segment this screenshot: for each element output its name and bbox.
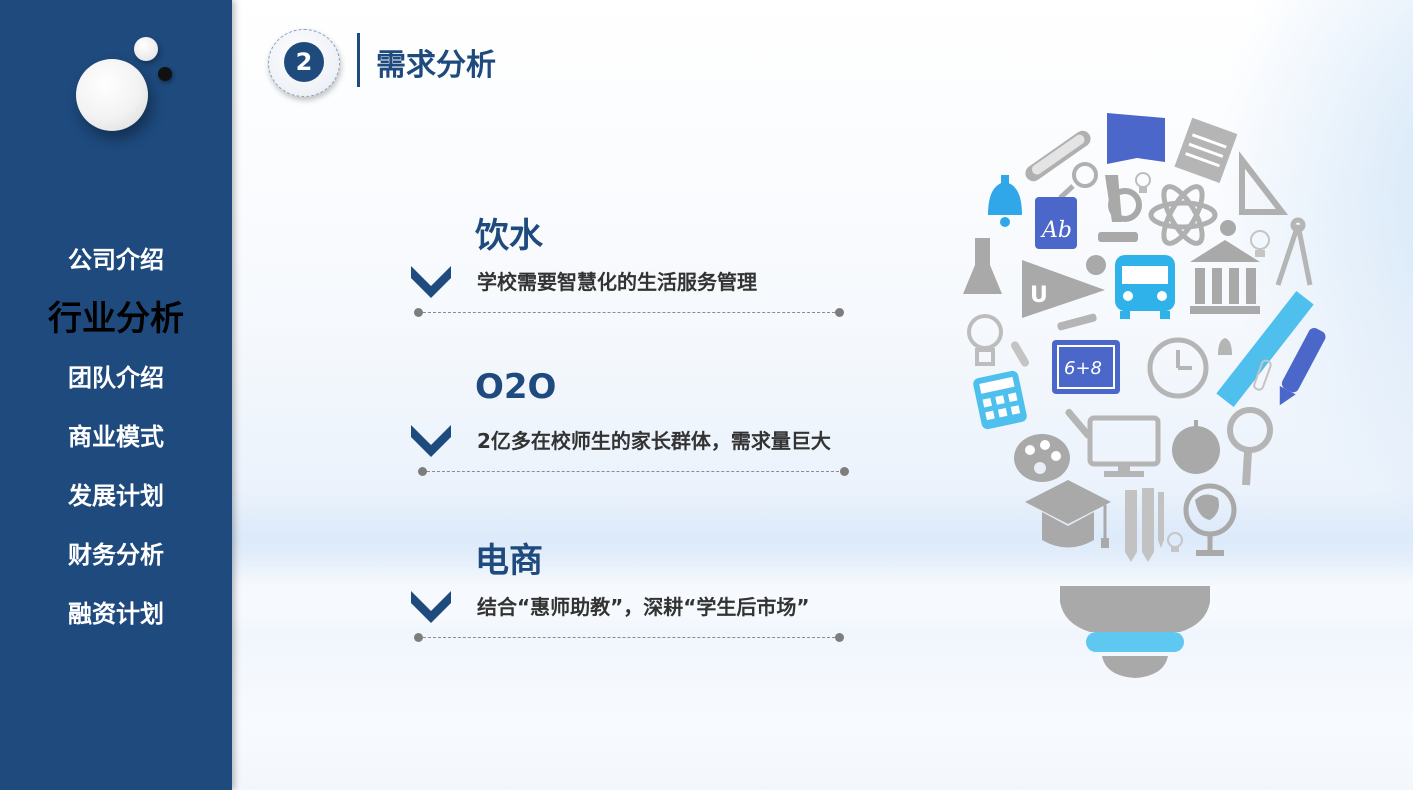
svg-text:Ab: Ab bbox=[1040, 218, 1072, 243]
section-divider bbox=[357, 33, 360, 87]
nav-item-plan[interactable]: 发展计划 bbox=[68, 482, 164, 510]
chevron-down-icon bbox=[411, 425, 451, 457]
list-item: 电商 结合“惠师助教”，深耕“学生后市场” bbox=[411, 533, 851, 643]
bell-icon bbox=[1218, 338, 1232, 355]
sidebar-nav: 公司介绍 行业分析 团队介绍 商业模式 发展计划 财务分析 融资计划 bbox=[0, 235, 232, 648]
item-title: O2O bbox=[475, 367, 557, 407]
line-endpoint bbox=[414, 308, 423, 317]
lightbulb-icon bbox=[1167, 532, 1183, 552]
clock-icon bbox=[1147, 337, 1209, 399]
pencil-icon bbox=[1125, 488, 1164, 562]
line-endpoint bbox=[418, 467, 427, 476]
nav-item-team[interactable]: 团队介绍 bbox=[68, 364, 164, 392]
item-description: 学校需要智慧化的生活服务管理 bbox=[477, 270, 757, 294]
chalkboard-icon: 6+8 bbox=[1052, 340, 1120, 394]
graduation-cap-icon bbox=[1025, 480, 1111, 548]
sidebar: 公司介绍 行业分析 团队介绍 商业模式 发展计划 财务分析 融资计划 bbox=[0, 0, 232, 790]
microscope-icon bbox=[1098, 175, 1142, 242]
svg-text:U: U bbox=[1030, 283, 1048, 308]
item-description: 结合“惠师助教”，深耕“学生后市场” bbox=[477, 595, 810, 619]
svg-text:6+8: 6+8 bbox=[1064, 358, 1102, 379]
decorative-circle-small bbox=[134, 37, 158, 61]
magnifier-icon bbox=[1227, 407, 1273, 486]
list-item: 饮水 学校需要智慧化的生活服务管理 bbox=[411, 208, 851, 318]
decorative-dot bbox=[158, 67, 172, 81]
nav-item-funding[interactable]: 融资计划 bbox=[68, 600, 164, 628]
atom-icon bbox=[1148, 184, 1218, 246]
nav-item-company[interactable]: 公司介绍 bbox=[68, 246, 164, 274]
divider-line bbox=[422, 471, 844, 472]
lightbulb-icon bbox=[967, 314, 1003, 366]
apple-icon bbox=[1086, 255, 1106, 275]
section-number-badge: 2 bbox=[268, 29, 340, 97]
lightbulb-icon bbox=[1250, 230, 1270, 257]
pennant-icon: U bbox=[1022, 260, 1105, 318]
test-tube-icon bbox=[1011, 341, 1029, 367]
pencil-icon bbox=[1065, 408, 1092, 439]
bell-icon bbox=[988, 175, 1022, 227]
flask-icon bbox=[963, 238, 1002, 294]
test-tube-icon bbox=[1025, 130, 1091, 182]
line-endpoint bbox=[835, 308, 844, 317]
decorative-circle-large bbox=[76, 59, 148, 131]
globe-icon bbox=[1183, 483, 1237, 556]
nav-item-industry[interactable]: 行业分析 bbox=[48, 299, 184, 339]
monitor-icon bbox=[1087, 415, 1161, 477]
lightbulb-base bbox=[1060, 586, 1210, 678]
calculator-icon bbox=[973, 370, 1027, 430]
nav-item-business-model[interactable]: 商业模式 bbox=[68, 423, 164, 451]
palette-icon bbox=[1014, 434, 1070, 482]
pencil-icon bbox=[1279, 328, 1326, 406]
pen-icon bbox=[1057, 313, 1097, 331]
section-title: 需求分析 bbox=[376, 48, 496, 83]
building-icon bbox=[1190, 240, 1260, 314]
palette-icon bbox=[1220, 220, 1236, 236]
section-number: 2 bbox=[284, 42, 324, 82]
ruler-icon bbox=[1216, 291, 1314, 407]
chevron-down-icon bbox=[411, 591, 451, 623]
list-item: O2O 2亿多在校师生的家长群体，需求量巨大 bbox=[411, 367, 851, 477]
item-title: 电商 bbox=[475, 541, 543, 581]
line-endpoint bbox=[414, 633, 423, 642]
line-endpoint bbox=[840, 467, 849, 476]
divider-line bbox=[418, 637, 840, 638]
bus-icon bbox=[1115, 255, 1175, 319]
lightbulb-icon bbox=[1135, 172, 1151, 193]
line-endpoint bbox=[835, 633, 844, 642]
divider-line bbox=[418, 312, 840, 313]
test-tube-icon bbox=[1253, 359, 1272, 391]
chevron-down-icon bbox=[411, 266, 451, 298]
item-description: 2亿多在校师生的家长群体，需求量巨大 bbox=[477, 429, 831, 453]
notepad-icon bbox=[1174, 117, 1238, 183]
ab-book-icon: Ab bbox=[1035, 197, 1077, 249]
nav-item-finance[interactable]: 财务分析 bbox=[68, 541, 164, 569]
compass-icon bbox=[1275, 217, 1313, 286]
triangle-ruler-icon bbox=[1239, 151, 1289, 215]
book-icon bbox=[1107, 113, 1165, 164]
magnifier-icon bbox=[1058, 162, 1098, 200]
education-lightbulb-illustration: Ab U bbox=[963, 113, 1326, 678]
apple-icon bbox=[1172, 420, 1220, 474]
item-title: 饮水 bbox=[475, 216, 543, 256]
